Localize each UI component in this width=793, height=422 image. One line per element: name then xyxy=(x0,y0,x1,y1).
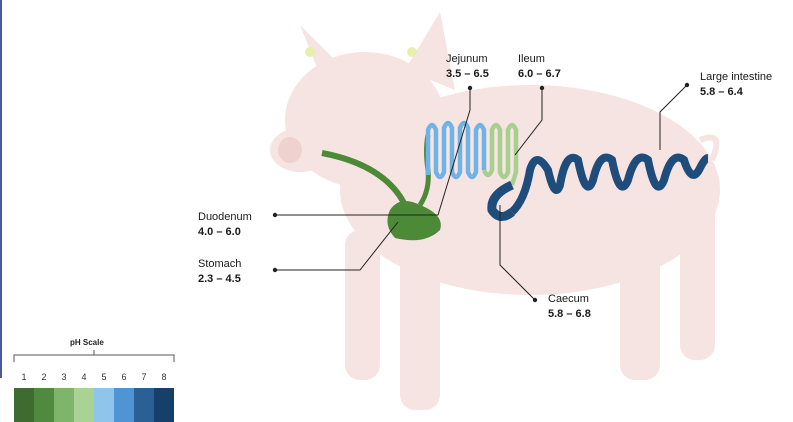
ear-tag-left xyxy=(305,47,315,57)
ear-tag-right xyxy=(407,47,417,57)
caecum-range: 5.8 – 6.8 xyxy=(548,307,591,322)
label-ileum: Ileum 6.0 – 6.7 xyxy=(518,52,561,82)
ph-value: 1 xyxy=(14,372,34,382)
large-intestine-range: 5.8 – 6.4 xyxy=(700,85,772,100)
ph-swatch xyxy=(74,388,94,422)
label-jejunum: Jejunum 3.5 – 6.5 xyxy=(446,52,489,82)
ph-value: 5 xyxy=(94,372,114,382)
duodenum-range: 4.0 – 6.0 xyxy=(198,225,252,240)
label-duodenum: Duodenum 4.0 – 6.0 xyxy=(198,210,252,240)
jejunum-range: 3.5 – 6.5 xyxy=(446,67,489,82)
ph-scale-title: pH Scale xyxy=(70,338,104,347)
ph-value: 3 xyxy=(54,372,74,382)
stomach-name: Stomach xyxy=(198,257,241,272)
ileum-range: 6.0 – 6.7 xyxy=(518,67,561,82)
label-caecum: Caecum 5.8 – 6.8 xyxy=(548,292,591,322)
ph-value: 8 xyxy=(154,372,174,382)
stomach-range: 2.3 – 4.5 xyxy=(198,272,241,287)
duodenum-name: Duodenum xyxy=(198,210,252,225)
ph-value: 2 xyxy=(34,372,54,382)
ph-swatch xyxy=(114,388,134,422)
ph-swatch xyxy=(94,388,114,422)
ph-swatch xyxy=(34,388,54,422)
ph-value: 6 xyxy=(114,372,134,382)
jejunum-name: Jejunum xyxy=(446,52,489,67)
ph-swatch xyxy=(134,388,154,422)
label-large-intestine: Large intestine 5.8 – 6.4 xyxy=(700,70,772,100)
ph-scale-numbers: 1 2 3 4 5 6 7 8 xyxy=(14,372,174,386)
ileum-name: Ileum xyxy=(518,52,561,67)
ph-value: 7 xyxy=(134,372,154,382)
label-stomach: Stomach 2.3 – 4.5 xyxy=(198,257,241,287)
ph-scale-bracket xyxy=(14,350,174,362)
ph-swatch xyxy=(54,388,74,422)
ph-swatch xyxy=(14,388,34,422)
ph-swatch xyxy=(154,388,174,422)
ph-value: 4 xyxy=(74,372,94,382)
caecum-name: Caecum xyxy=(548,292,591,307)
large-intestine-name: Large intestine xyxy=(700,70,772,85)
snout xyxy=(278,137,302,163)
